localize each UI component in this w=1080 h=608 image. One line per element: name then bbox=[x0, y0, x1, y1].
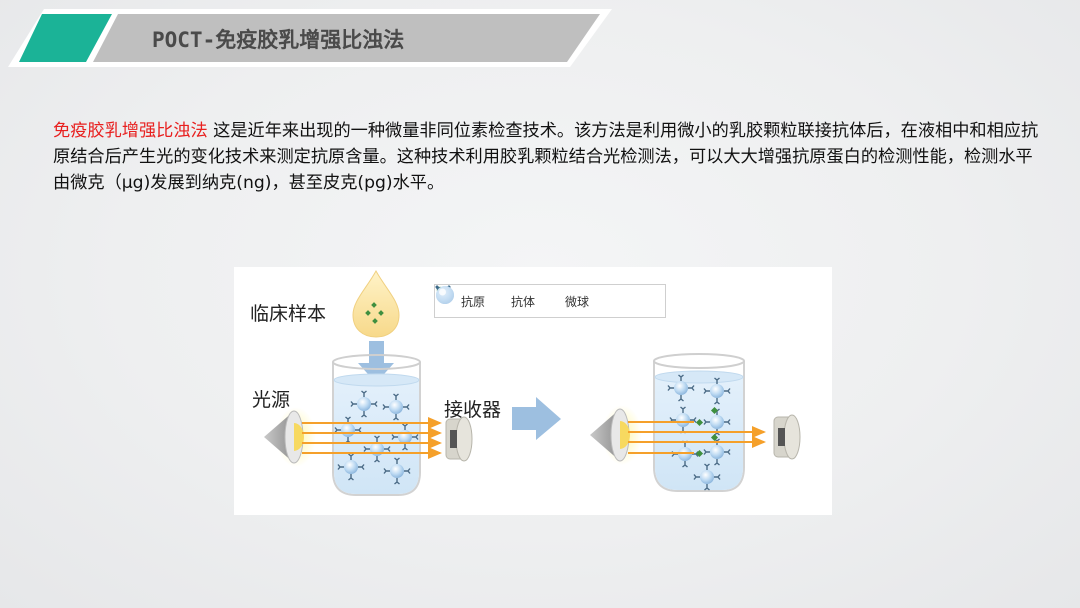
label-clinical-sample: 临床样本 bbox=[250, 303, 327, 325]
label-receiver: 接收器 bbox=[444, 399, 502, 421]
label-light-source: 光源 bbox=[252, 389, 291, 411]
latex-turbidimetry-diagram: 临床样本 光源 接收器 抗原 抗体 微球 bbox=[234, 267, 832, 515]
diagram-illustration bbox=[264, 269, 801, 496]
sample-drop-icon bbox=[352, 269, 400, 338]
legend: 抗原 抗体 微球 bbox=[434, 284, 666, 318]
receiver-left-icon bbox=[445, 416, 473, 462]
description-text: 这是近年来出现的一种微量非同位素检查技术。该方法是利用微小的乳胶颗粒联接抗体后，… bbox=[53, 121, 1039, 193]
light-beams-right bbox=[628, 421, 766, 454]
legend-item-microsphere: 微球 bbox=[436, 286, 590, 310]
highlight-term: 免疫胶乳增强比浊法 bbox=[53, 121, 208, 141]
microsphere-icon bbox=[436, 286, 454, 304]
legend-label-antigen: 抗原 bbox=[461, 294, 486, 309]
beaker-left bbox=[332, 354, 421, 496]
right-arrow-icon bbox=[512, 397, 561, 440]
accent-block bbox=[19, 14, 112, 62]
light-source-right-icon bbox=[590, 405, 642, 465]
light-beams-left bbox=[302, 417, 442, 459]
legend-label-microsphere: 微球 bbox=[565, 294, 590, 309]
down-arrow-icon bbox=[358, 341, 394, 383]
legend-item-antigen: 抗原 bbox=[436, 286, 486, 310]
legend-label-antibody: 抗体 bbox=[511, 294, 536, 309]
page-title: POCT-免疫胶乳增强比浊法 bbox=[152, 28, 405, 52]
title-banner-shape bbox=[8, 9, 612, 67]
beaker-right bbox=[653, 353, 745, 492]
light-source-left-icon bbox=[264, 407, 316, 467]
legend-item-antibody: 抗体 bbox=[435, 285, 536, 310]
title-bar bbox=[93, 14, 600, 62]
receiver-right-icon bbox=[773, 414, 801, 460]
title-banner: POCT-免疫胶乳增强比浊法 bbox=[0, 0, 640, 80]
description-paragraph: 免疫胶乳增强比浊法 这是近年来出现的一种微量非同位素检查技术。该方法是利用微小的… bbox=[53, 118, 1043, 196]
